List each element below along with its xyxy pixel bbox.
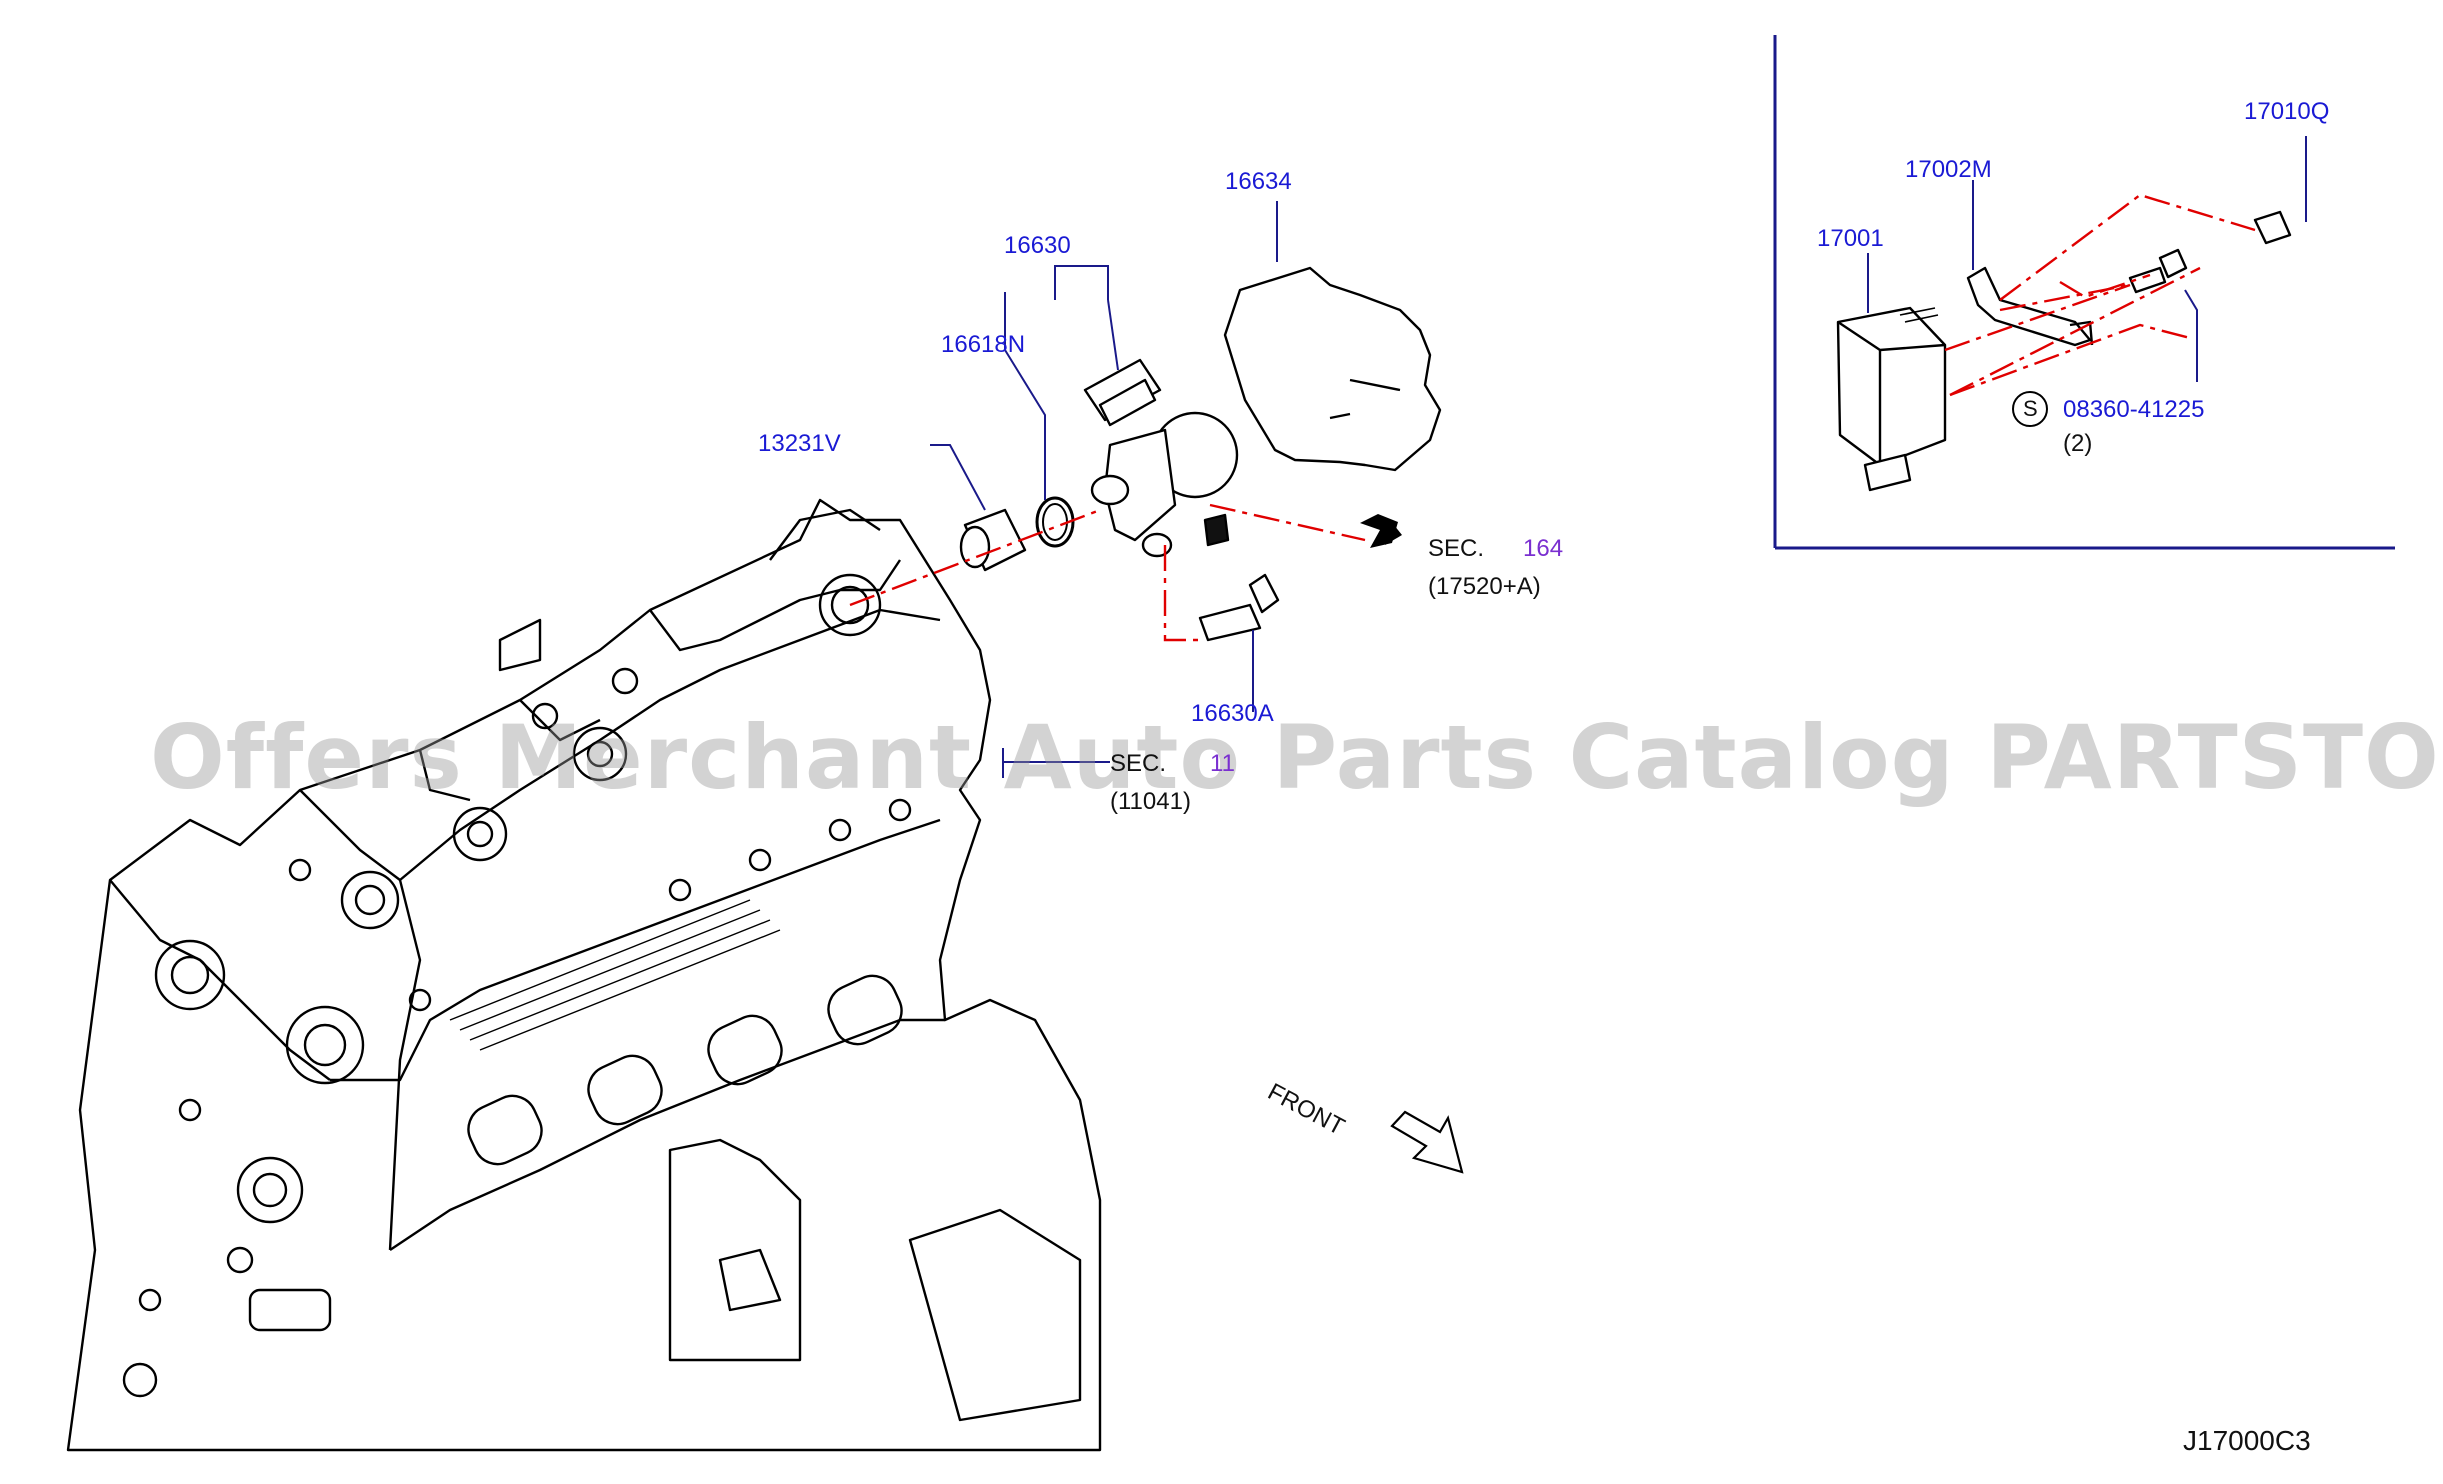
- part-16630A-bolt: [1198, 603, 1262, 642]
- sec-11-number[interactable]: 11: [1210, 750, 1235, 777]
- sec-11-prefix: SEC.: [1110, 750, 1167, 777]
- pump-components: [959, 266, 1442, 642]
- part-label-17010Q[interactable]: 17010Q: [2244, 98, 2330, 125]
- front-arrow-icon: [1390, 1110, 1464, 1174]
- direction-arrows: [1360, 514, 1464, 1174]
- sec-164-prefix: SEC.: [1428, 535, 1485, 562]
- engine-block-drawing: [66, 498, 1102, 1452]
- inset-components: [1836, 210, 2292, 492]
- part-label-08360-41225[interactable]: 08360-41225: [2063, 396, 2205, 423]
- sec-164-number[interactable]: 164: [1523, 535, 1564, 562]
- quantity-label: (2): [2063, 430, 2093, 457]
- part-16634-cover: [1223, 266, 1442, 472]
- dashed-leaders: [849, 193, 2256, 642]
- part-label-16630A[interactable]: 16630A: [1191, 700, 1274, 727]
- sec-164-subref: (17520+A): [1428, 573, 1541, 600]
- part-label-17002M[interactable]: 17002M: [1905, 156, 1992, 183]
- part-label-16634[interactable]: 16634: [1225, 168, 1292, 195]
- diagram-code: J17000C3: [2183, 1425, 2311, 1456]
- part-16618N-oring: [1035, 496, 1075, 548]
- part-label-16630[interactable]: 16630: [1004, 232, 1071, 259]
- callout-leaders: [930, 136, 2307, 778]
- part-label-13231V[interactable]: 13231V: [758, 430, 841, 457]
- sec-11-subref: (11041): [1110, 788, 1191, 815]
- part-17010Q-bolt: [2253, 210, 2292, 245]
- standard-part-symbol: S: [2023, 396, 2038, 421]
- part-17002M-bracket: [1966, 266, 2092, 347]
- watermark: Offers Merchant Auto Parts Catalog PARTS…: [150, 706, 2443, 809]
- part-label-17001[interactable]: 17001: [1817, 225, 1884, 252]
- part-label-16618N[interactable]: 16618N: [941, 331, 1026, 358]
- part-08360-bolt: [2128, 266, 2167, 294]
- part-13231V-end: [959, 525, 991, 569]
- inset-frame: [1773, 35, 2395, 550]
